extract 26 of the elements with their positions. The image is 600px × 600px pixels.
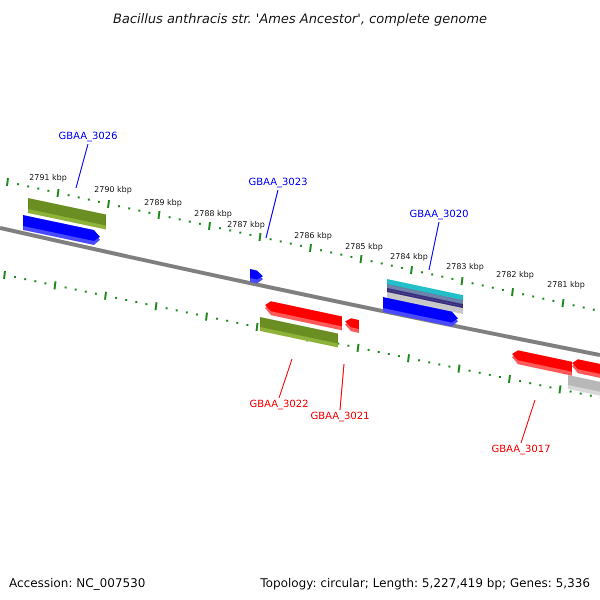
leader-line xyxy=(266,190,278,238)
scale-label: 2787 kbp xyxy=(227,220,265,230)
leader-line xyxy=(76,144,88,188)
scale-label: 2789 kbp xyxy=(144,198,182,208)
genome-info-text: Topology: circular; Length: 5,227,419 bp; Genes: 5,336 xyxy=(260,575,590,592)
gene-label: GBAA_3020 xyxy=(409,209,469,221)
leader-line xyxy=(520,400,536,444)
gene-label: GBAA_3023 xyxy=(248,177,308,189)
gene-label: GBAA_3022 xyxy=(249,399,309,411)
scale-label: 2784 kbp xyxy=(390,252,428,262)
scale-label: 2783 kbp xyxy=(446,262,484,272)
gene-label: GBAA_3017 xyxy=(491,444,551,456)
gene-label: GBAA_3021 xyxy=(310,411,370,423)
leader-line xyxy=(428,222,440,270)
leader-line xyxy=(278,358,292,398)
scale-label: 2788 kbp xyxy=(194,209,232,219)
scale-label: 2782 kbp xyxy=(496,270,534,280)
scale-label: 2790 kbp xyxy=(94,185,132,195)
accession-text: Accession: NC_007530 xyxy=(9,575,146,592)
scale-label: 2786 kbp xyxy=(294,231,332,241)
gene-label: GBAA_3026 xyxy=(58,131,118,143)
scale-label: 2785 kbp xyxy=(345,242,383,252)
scale-label: 2791 kbp xyxy=(29,173,67,183)
scale-label: 2781 kbp xyxy=(547,280,585,290)
leader-line xyxy=(340,364,344,410)
title: Bacillus anthracis str. 'Ames Ancestor', complete genome xyxy=(112,11,488,29)
